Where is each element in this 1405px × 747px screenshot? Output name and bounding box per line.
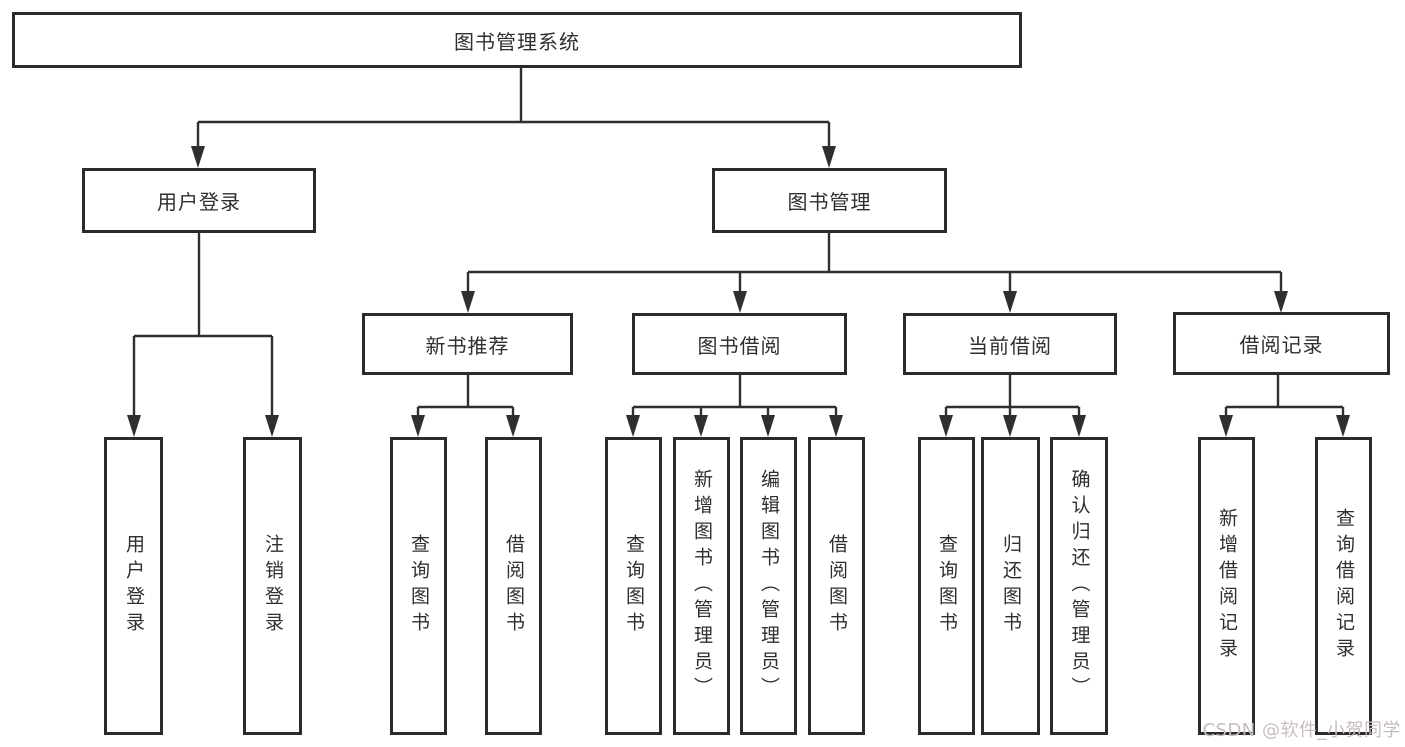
node-leaf-label: 查询借阅记录 xyxy=(1333,508,1355,664)
node-leaf-add-book-admin: 新增图书（管理员） xyxy=(673,437,730,735)
node-user-login: 用户登录 xyxy=(82,168,316,233)
node-book-borrow: 图书借阅 xyxy=(632,313,847,375)
csdn-watermark: CSDN @软件_小贺同学 xyxy=(1202,720,1401,741)
node-leaf-label: 查询图书 xyxy=(936,534,958,638)
node-leaf-confirm-return-admin: 确认归还（管理员） xyxy=(1050,437,1108,735)
node-book-management: 图书管理 xyxy=(712,168,947,233)
node-leaf-query-borrow-record: 查询借阅记录 xyxy=(1315,437,1372,735)
node-leaf-query-books-current: 查询图书 xyxy=(918,437,975,735)
node-leaf-label: 归还图书 xyxy=(1000,534,1022,638)
node-leaf-user-login: 用户登录 xyxy=(104,437,163,735)
node-leaf-label: 编辑图书（管理员） xyxy=(758,469,780,703)
node-leaf-label: 查询图书 xyxy=(408,534,430,638)
node-leaf-borrow-books-recommend: 借阅图书 xyxy=(485,437,542,735)
node-new-book-recommend: 新书推荐 xyxy=(362,313,573,375)
node-leaf-add-borrow-record: 新增借阅记录 xyxy=(1198,437,1255,735)
node-leaf-query-books-borrow: 查询图书 xyxy=(605,437,662,735)
node-leaf-borrow-book: 借阅图书 xyxy=(808,437,865,735)
node-current-borrow: 当前借阅 xyxy=(903,313,1117,375)
node-leaf-logout: 注销登录 xyxy=(243,437,302,735)
node-leaf-label: 新增借阅记录 xyxy=(1216,508,1238,664)
node-leaf-edit-book-admin: 编辑图书（管理员） xyxy=(740,437,797,735)
node-leaf-label: 确认归还（管理员） xyxy=(1068,469,1091,703)
node-leaf-return-book: 归还图书 xyxy=(981,437,1040,735)
node-leaf-label: 用户登录 xyxy=(123,534,145,638)
node-leaf-label: 借阅图书 xyxy=(826,534,848,638)
node-leaf-query-books-recommend: 查询图书 xyxy=(390,437,447,735)
node-leaf-label: 查询图书 xyxy=(623,534,645,638)
node-borrow-records: 借阅记录 xyxy=(1173,312,1390,375)
node-leaf-label: 借阅图书 xyxy=(503,534,525,638)
node-root: 图书管理系统 xyxy=(12,12,1022,68)
node-leaf-label: 新增图书（管理员） xyxy=(691,469,713,703)
node-leaf-label: 注销登录 xyxy=(262,534,284,638)
